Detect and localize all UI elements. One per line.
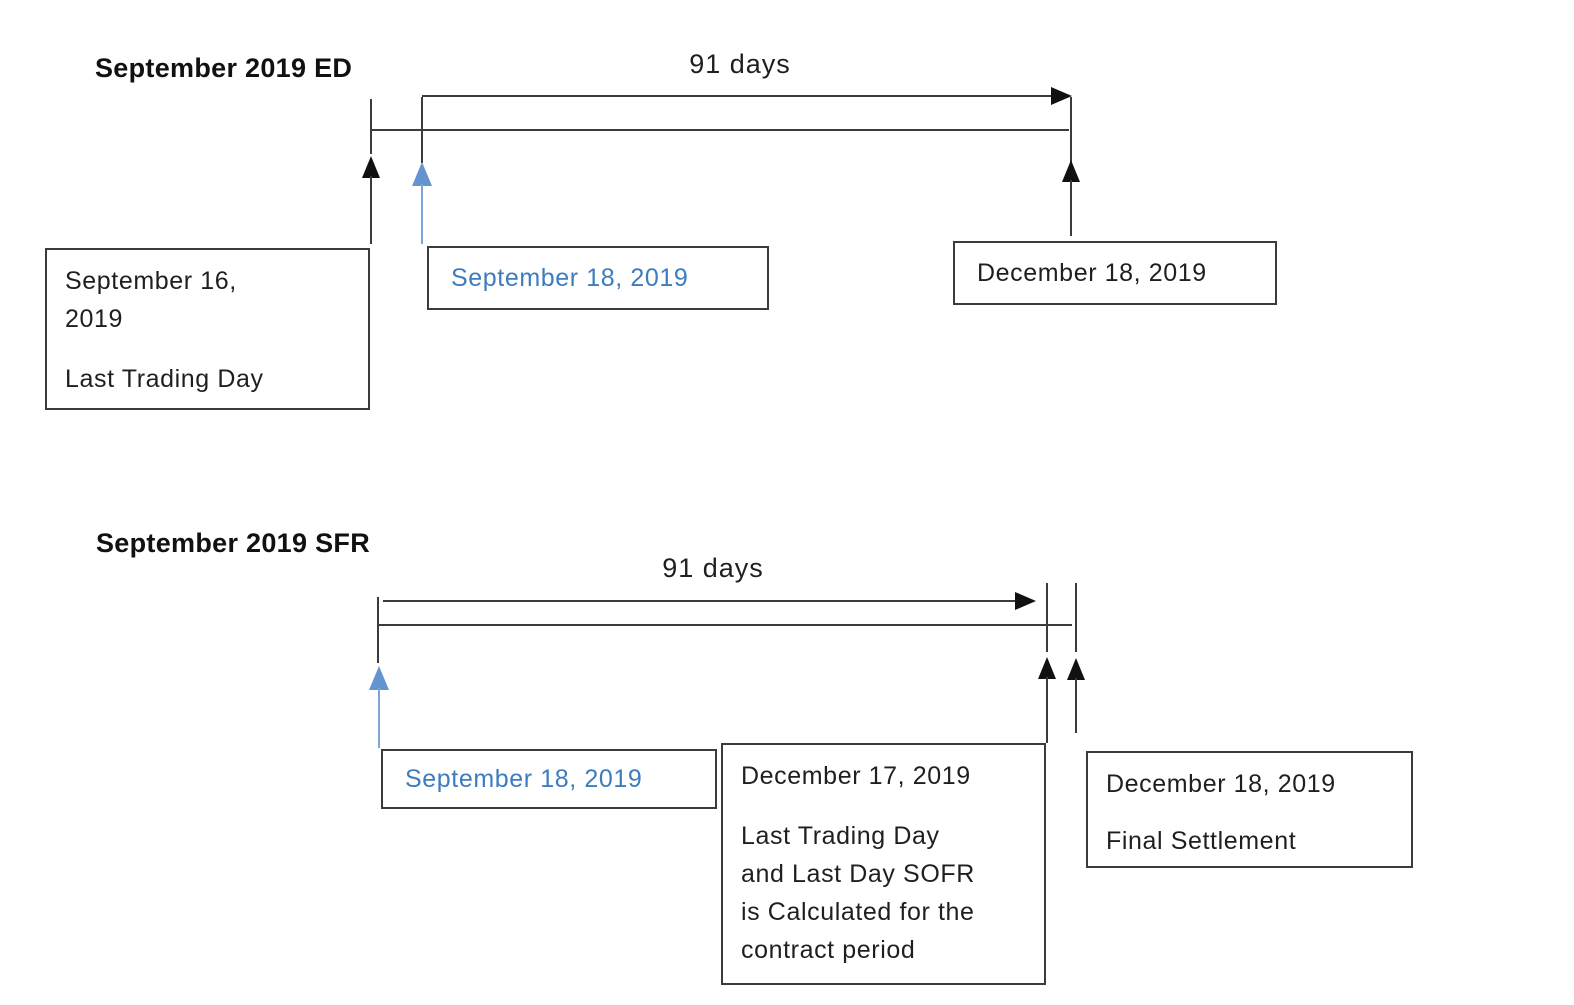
ed-section-title: September 2019 ED [95, 53, 353, 83]
sfr-up-arrowhead-blue-icon [369, 666, 389, 690]
sfr-up-arrow-last-trading-stem [1046, 677, 1048, 743]
sfr-up-arrowhead-last-trading-icon [1038, 657, 1056, 679]
ed-box-end-date: December 18, 2019 [953, 241, 1277, 305]
sfr-box-last-trading-day: December 17, 2019 Last Trading Day and L… [721, 743, 1046, 985]
ed-up-arrow-blue-stem [421, 184, 423, 244]
ed-duration-arrowhead-right-icon [1051, 87, 1072, 105]
box-date-line: December 17, 2019 [741, 762, 971, 790]
sfr-up-arrow-blue-stem [378, 688, 380, 748]
box-caption-line: is Calculated for the [741, 898, 975, 926]
ed-tick-effective-date [421, 97, 423, 163]
sfr-duration-arrowhead-right-icon [1015, 592, 1036, 610]
box-caption-line: and Last Day SOFR [741, 860, 975, 888]
box-date-line: December 18, 2019 [977, 259, 1207, 287]
sfr-tick-settlement [1075, 583, 1077, 652]
sfr-timeline [378, 624, 1072, 626]
ed-up-arrowhead-blue-icon [412, 162, 432, 186]
sfr-up-arrowhead-settlement-icon [1067, 658, 1085, 680]
sfr-tick-effective-date [377, 597, 379, 663]
box-date-line: September 16, [65, 267, 237, 295]
sfr-duration-label: 91 days [662, 553, 764, 583]
sfr-box-effective-date: September 18, 2019 [381, 749, 717, 809]
ed-timeline [371, 129, 1069, 131]
sfr-section-title: September 2019 SFR [96, 528, 371, 558]
ed-box-last-trading-day: September 16, 2019 Last Trading Day [45, 248, 370, 410]
box-caption-line: contract period [741, 936, 916, 964]
ed-tick-end-date [1070, 97, 1072, 163]
box-date-line: December 18, 2019 [1106, 770, 1336, 798]
sfr-duration-arrow-line [383, 600, 1016, 602]
box-date-line: September 18, 2019 [405, 765, 643, 793]
ed-duration-label: 91 days [689, 49, 791, 79]
sfr-up-arrow-settlement-stem [1075, 678, 1077, 733]
box-date-line: September 18, 2019 [451, 264, 689, 292]
box-date-line: 2019 [65, 305, 124, 333]
box-caption-line: Final Settlement [1106, 827, 1297, 855]
ed-duration-arrow-line [422, 95, 1054, 97]
box-caption-line: Last Trading Day [741, 822, 940, 850]
ed-box-effective-date: September 18, 2019 [427, 246, 769, 310]
ed-up-arrow-start-stem [370, 176, 372, 244]
box-caption-line: Last Trading Day [65, 365, 264, 393]
ed-up-arrow-end-stem [1070, 180, 1072, 236]
sfr-tick-last-trading-day [1046, 583, 1048, 652]
ed-tick-last-trading-day [370, 99, 372, 154]
ed-up-arrowhead-start-icon [362, 156, 380, 178]
ed-up-arrowhead-end-icon [1062, 160, 1080, 182]
sfr-box-final-settlement: December 18, 2019 Final Settlement [1086, 751, 1413, 868]
